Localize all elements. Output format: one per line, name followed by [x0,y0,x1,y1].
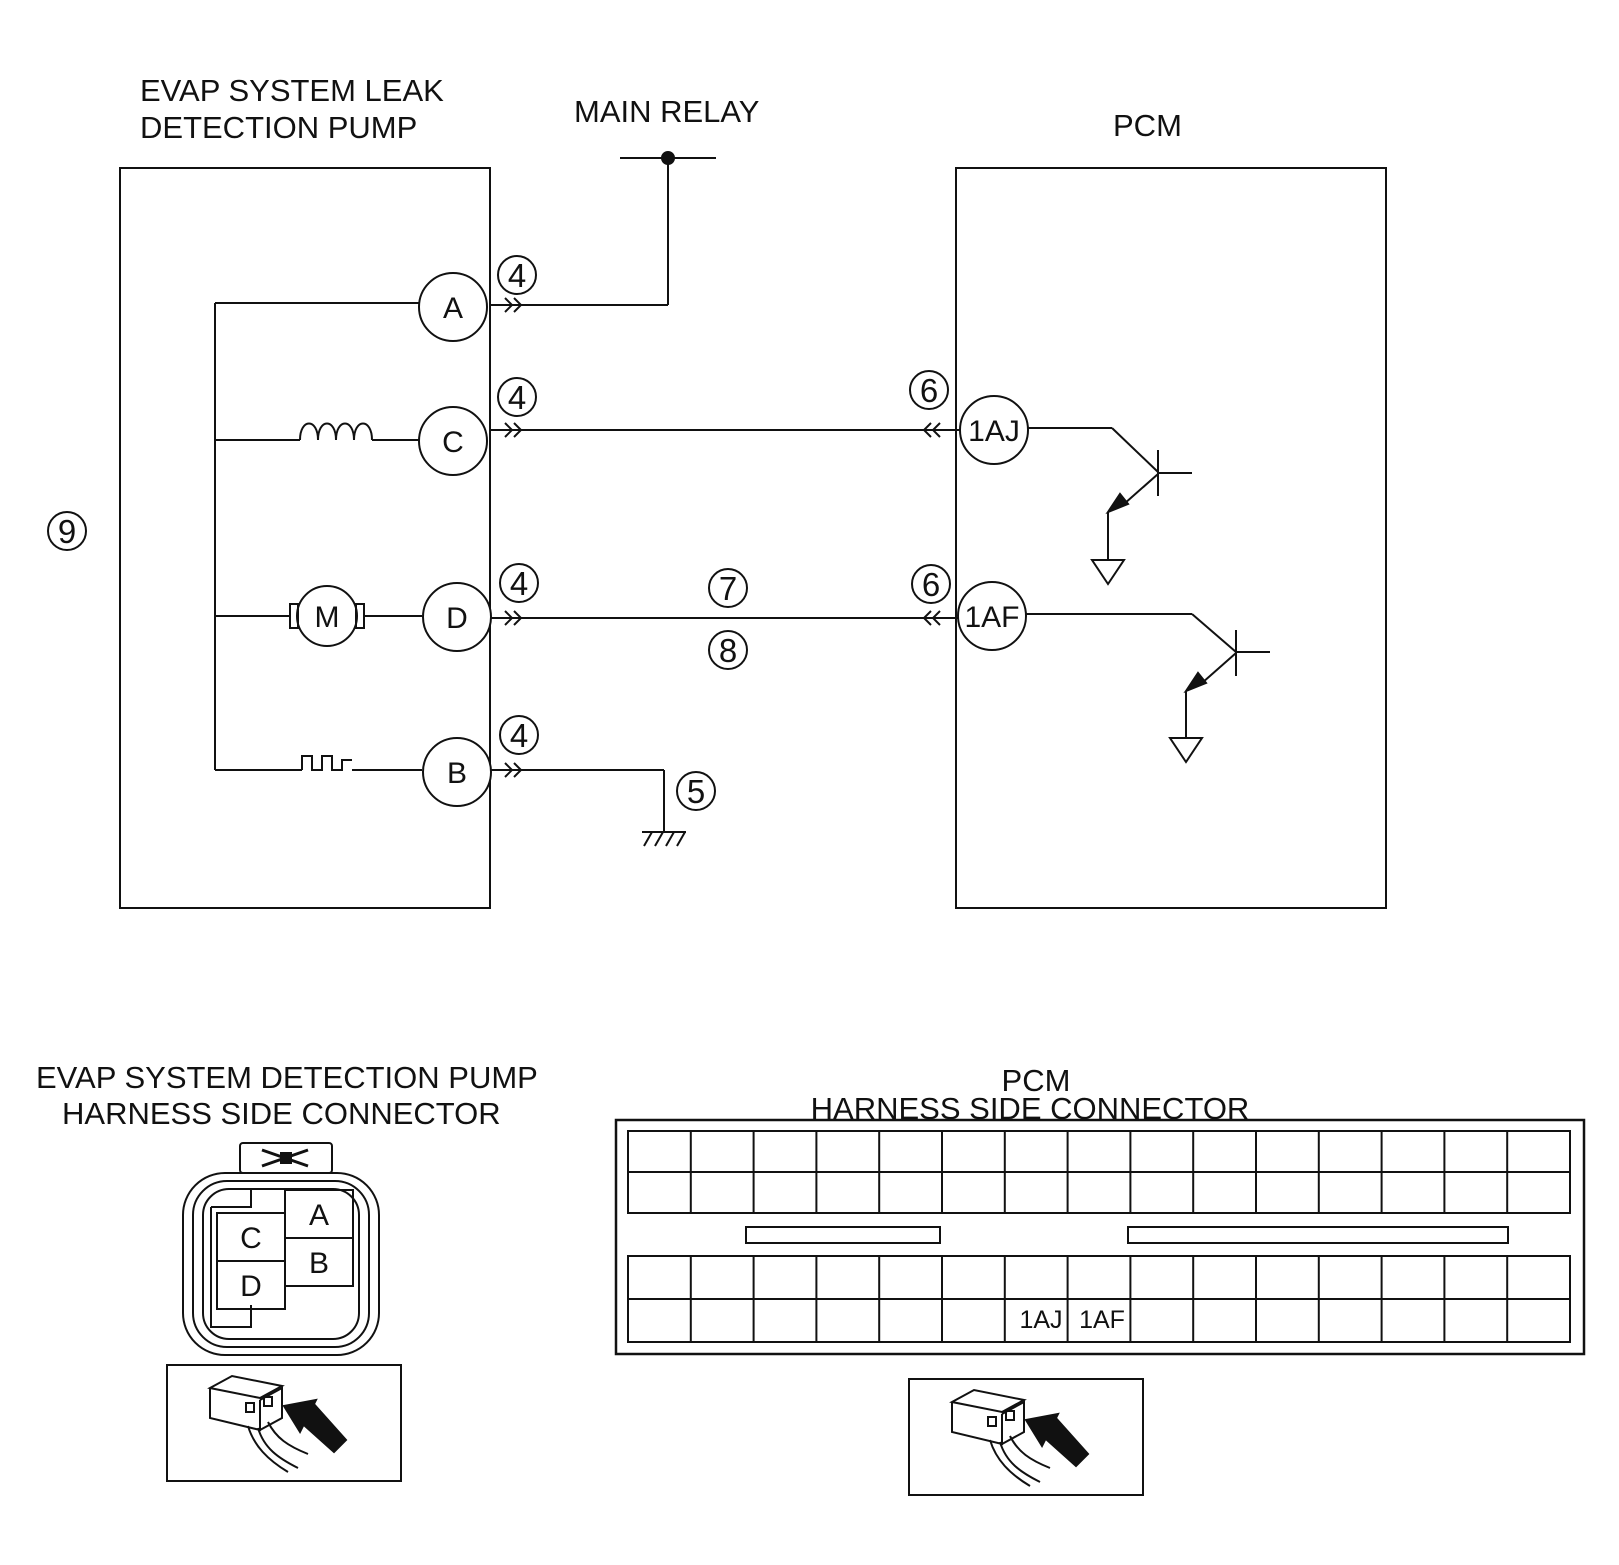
pump-connector-title-line1: EVAP SYSTEM DETECTION PUMP [36,1060,538,1095]
pcm-cell-1af: 1AF [1079,1306,1125,1334]
connector-arrow-b [504,762,523,778]
pump-title-line1: EVAP SYSTEM LEAK [140,73,444,108]
connector-arrow-d [504,610,523,626]
pump-pin-d-label: D [446,602,468,635]
pump-pin-b-label: B [447,757,467,790]
pcm-box [955,167,1387,909]
callout-5: 5 [676,771,716,811]
harness-side-view-icon [166,1364,402,1482]
pcm-transistor-1af-icon [1026,613,1270,764]
svg-text:5: 5 [687,773,705,810]
svg-text:4: 4 [508,257,526,294]
pcm-pin-1af [957,581,1027,651]
svg-text:8: 8 [719,632,737,669]
callout-4-d: 4 [499,563,539,603]
solenoid-coil-icon [299,422,373,441]
pump-pin-a-label: A [443,292,463,325]
pump-cavity-a: A [309,1199,329,1232]
pump-connector-title-line2: HARNESS SIDE CONNECTOR [62,1096,501,1131]
pcm-pin-1aj [959,395,1029,465]
main-relay-title: MAIN RELAY [574,94,759,129]
pcm-pin-1af-label: 1AF [964,601,1019,634]
svg-text:4: 4 [510,717,528,754]
callout-6-1af: 6 [911,564,951,604]
callout-9: 9 [47,511,87,551]
pcm-harness-connector: 1AJ 1AF [614,1118,1586,1356]
pcm-cell-1aj: 1AJ [1019,1306,1062,1334]
callout-4-a: 4 [497,255,537,295]
callout-8: 8 [708,630,748,670]
connector-arrow-1af [922,610,941,626]
pump-pin-c-label: C [442,426,464,459]
heater-element-icon [301,755,352,771]
pump-cavity-b: B [309,1247,329,1280]
connector-arrow-a [504,297,523,313]
pump-harness-connector: C D A B [182,1142,380,1356]
svg-text:6: 6 [922,566,940,603]
callout-4-b: 4 [499,715,539,755]
svg-text:9: 9 [58,513,76,550]
pcm-title: PCM [1113,108,1182,143]
callout-6-1aj: 6 [909,370,949,410]
pump-box [119,167,491,909]
pcm-pin-1aj-label: 1AJ [968,415,1020,448]
pcm-harness-side-view-icon [908,1378,1144,1496]
motor-label: M [315,601,340,634]
svg-text:4: 4 [508,379,526,416]
connector-arrow-c [504,422,523,438]
motor-icon [296,585,358,647]
callout-4-c: 4 [497,377,537,417]
ground-icon [643,831,686,847]
svg-text:7: 7 [719,570,737,607]
pcm-connector-title-line1: PCM [1002,1063,1071,1098]
pump-pin-b [422,737,492,807]
pump-pin-a [418,272,488,342]
connector-arrow-1aj [922,422,941,438]
pump-cavity-c: C [240,1222,262,1255]
pump-pin-c [418,406,488,476]
svg-text:6: 6 [920,372,938,409]
pump-title-line2: DETECTION PUMP [140,110,417,145]
pump-cavity-d: D [240,1270,262,1303]
callout-7: 7 [708,568,748,608]
pcm-transistor-1aj-icon [1028,427,1192,586]
svg-text:4: 4 [510,565,528,602]
